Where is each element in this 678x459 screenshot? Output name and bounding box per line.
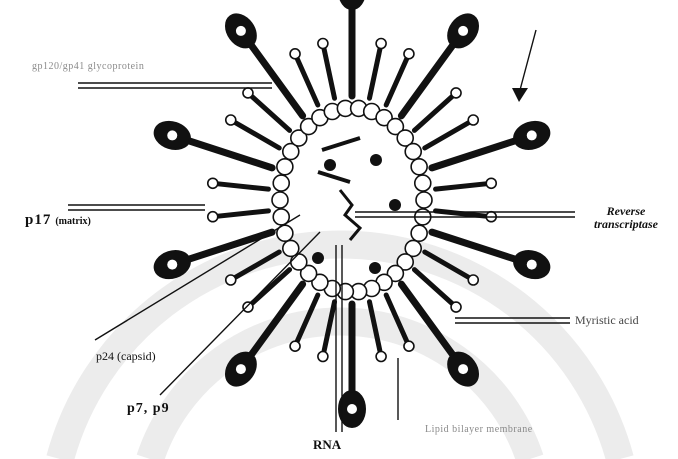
matrix-spike xyxy=(436,184,488,189)
knob-highlight xyxy=(236,26,246,36)
core-particle xyxy=(369,262,381,274)
reverse-transcriptase-label: Reverse transcriptase xyxy=(580,205,672,231)
matrix-spike xyxy=(251,96,290,131)
core-particle xyxy=(312,252,324,264)
spike-tip xyxy=(468,115,478,125)
p17-label-main: p17 xyxy=(25,212,51,228)
matrix-spike xyxy=(369,47,380,98)
knob-highlight xyxy=(458,364,468,374)
matrix-spike xyxy=(234,122,279,148)
membrane-bead xyxy=(283,240,299,256)
matrix-spike xyxy=(414,96,453,131)
spike-tip xyxy=(243,302,253,312)
rna-label: RNA xyxy=(313,438,341,451)
capsid-wall xyxy=(318,138,360,182)
membrane-bead xyxy=(415,175,431,191)
spike-tip xyxy=(243,88,253,98)
knob-highlight xyxy=(458,26,468,36)
knob-highlight xyxy=(347,404,357,414)
core-particle xyxy=(389,199,401,211)
glycoprotein-stalk xyxy=(432,139,522,168)
membrane-bead xyxy=(273,175,289,191)
membrane-bead xyxy=(277,159,293,175)
spike-tip xyxy=(318,38,328,48)
p24-label: p24 (capsid) xyxy=(96,350,156,362)
spike-tip xyxy=(451,88,461,98)
matrix-spike xyxy=(297,57,318,105)
membrane-bead xyxy=(405,144,421,160)
glycoprotein-label: gp120/gp41 glycoprotein xyxy=(32,62,144,72)
spike-tip xyxy=(451,302,461,312)
spike-tip xyxy=(226,115,236,125)
membrane-bead xyxy=(411,159,427,175)
spike-tip xyxy=(208,212,218,222)
spike-tip xyxy=(404,341,414,351)
top-arrow-head xyxy=(512,88,528,102)
p7-p9-label: p7, p9 xyxy=(127,402,170,416)
myristic-acid-label: Myristic acid xyxy=(575,314,639,326)
matrix-spike xyxy=(217,211,269,216)
knob-highlight xyxy=(527,130,537,140)
spike-tip xyxy=(376,38,386,48)
spike-tip xyxy=(486,178,496,188)
membrane-bead xyxy=(416,192,432,208)
core-particle xyxy=(370,154,382,166)
matrix-spike xyxy=(217,184,269,189)
spike-tip xyxy=(290,341,300,351)
matrix-spike xyxy=(425,122,470,148)
knob-highlight xyxy=(527,260,537,270)
knob-highlight xyxy=(167,130,177,140)
spike-tip xyxy=(226,275,236,285)
membrane-bead xyxy=(272,192,288,208)
matrix-spike xyxy=(251,270,290,305)
spike-tip xyxy=(290,49,300,59)
knob-highlight xyxy=(167,260,177,270)
spike-tip xyxy=(208,178,218,188)
top-arrow-leader xyxy=(520,30,536,90)
knob-highlight xyxy=(236,364,246,374)
matrix-spike xyxy=(386,57,407,105)
spike-tip xyxy=(318,352,328,362)
p17-label: p17 (matrix) xyxy=(25,212,91,228)
core-particle xyxy=(324,159,336,171)
spike-tip xyxy=(376,352,386,362)
p17-label-sub: (matrix) xyxy=(55,216,91,227)
glycoprotein-knob xyxy=(339,0,365,9)
label-leader-lines xyxy=(68,30,575,432)
lipid-membrane xyxy=(272,100,432,299)
glycoprotein-stalk xyxy=(182,139,272,168)
membrane-bead xyxy=(411,225,427,241)
spike-tip xyxy=(468,275,478,285)
spike-tip xyxy=(404,49,414,59)
matrix-spike xyxy=(324,47,335,98)
lipid-bilayer-label: Lipid bilayer membrane xyxy=(425,425,533,435)
